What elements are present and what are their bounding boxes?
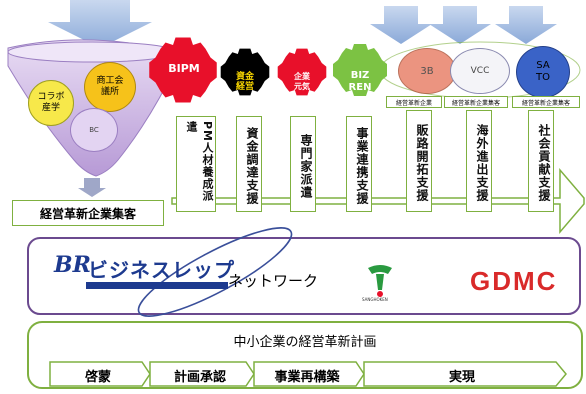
- service-expert: 専門家派遣: [290, 116, 316, 212]
- small-box-3-label: 経営革新企業集客: [521, 99, 570, 107]
- small-box-3: 経営革新企業集客: [512, 96, 580, 108]
- service-finance-label: 資金調達支援: [245, 127, 259, 205]
- plan-step-enlighten-label: 啓蒙: [84, 370, 111, 385]
- small-box-2-label: 経営革新企業集客: [451, 99, 500, 107]
- service-collab-label: 事業連携支援: [355, 127, 369, 205]
- down-arrow-icon: [370, 6, 432, 44]
- small-box-2: 経営革新企業集客: [444, 96, 508, 108]
- service-sales: 販路開拓支援: [406, 110, 432, 212]
- down-arrow-icon: [48, 0, 152, 48]
- gear-label-kigyou-text: 企業 元気: [294, 72, 310, 91]
- plan-title: 中小企業の経営革新計画: [190, 331, 420, 350]
- funnel-circle-chamber: 商工会 議所: [84, 62, 136, 112]
- service-collab: 事業連携支援: [346, 116, 372, 212]
- plan-title-text: 中小企業の経営革新計画: [233, 335, 377, 350]
- funnel-circle-chamber-label: 商工会 議所: [96, 76, 124, 97]
- gdmc-logo-text: GDMC: [470, 266, 558, 296]
- funnel-circle-collab: コラボ 産学: [28, 80, 74, 126]
- circle-vcc-label: VCC: [470, 66, 490, 76]
- funnel-circle-bc-label: BC: [89, 126, 99, 134]
- big-right-arrow: [171, 167, 585, 235]
- circle-vcc: VCC: [450, 48, 510, 94]
- service-social-label: 社会貢献支援: [537, 124, 551, 202]
- circle-sato-label: SA TO: [536, 60, 550, 83]
- business-rep-logo-text: ビジネスレップ: [88, 258, 235, 282]
- service-overseas-label: 海外進出支援: [475, 124, 489, 202]
- funnel-output-box: 経営革新企業集客: [12, 200, 164, 226]
- circle-3b-label: 3B: [420, 65, 434, 77]
- service-finance: 資金調達支援: [236, 116, 262, 212]
- down-arrow-icon: [495, 6, 557, 44]
- funnel-shape: [7, 39, 177, 177]
- gear-label-finance-text: 資金 経営: [235, 72, 254, 92]
- funnel-circle-bc: BC: [70, 108, 118, 152]
- service-sales-label: 販路開拓支援: [415, 124, 429, 202]
- plan-step-restructure-label: 事業再構築: [274, 370, 340, 385]
- gear-label-bipm-text: BIPM: [168, 62, 200, 75]
- gear-label-kigyou: 企業 元気: [286, 62, 318, 92]
- small-box-1: 経営革新企業: [386, 96, 442, 108]
- service-pm-label: PM人材養成派遣: [185, 121, 214, 203]
- funnel-output-label: 経営革新企業集客: [39, 206, 136, 221]
- plan-step-approval-label: 計画承認: [173, 370, 226, 385]
- circle-sato: SA TO: [516, 46, 570, 98]
- service-expert-label: 専門家派遣: [299, 133, 313, 199]
- gear-label-bizren: BIZ REN: [343, 58, 377, 94]
- gdmc-logo: GDMC: [470, 266, 557, 297]
- plan-step-realize: 実現: [364, 366, 560, 385]
- plan-step-realize-label: 実現: [448, 370, 475, 385]
- circle-3b: 3B: [398, 48, 456, 94]
- sanghoken-logo-text: SANGHOKEN: [362, 297, 388, 302]
- gear-label-bizren-text: BIZ REN: [348, 70, 372, 93]
- network-label: ネットワーク: [228, 270, 318, 291]
- down-arrow-icon: [429, 6, 491, 44]
- service-pm: PM人材養成派遣: [176, 116, 216, 212]
- plan-step-approval: 計画承認: [150, 366, 250, 385]
- gear-label-bipm: BIPM: [163, 62, 205, 75]
- service-social: 社会貢献支援: [528, 110, 554, 212]
- network-label-text: ネットワーク: [228, 272, 319, 290]
- small-down-arrow-icon: [78, 178, 106, 197]
- gear-label-finance: 資金 経営: [228, 62, 262, 92]
- plan-step-enlighten: 啓蒙: [50, 366, 146, 385]
- plan-step-restructure: 事業再構築: [254, 366, 360, 385]
- network-frame: [27, 237, 581, 315]
- small-box-1-label: 経営革新企業: [395, 99, 432, 107]
- sanghoken-logo-icon: [368, 265, 392, 297]
- business-rep-logo: BR ビジネスレップ: [54, 252, 235, 294]
- service-overseas: 海外進出支援: [466, 110, 492, 212]
- funnel-circle-collab-label: コラボ 産学: [37, 92, 65, 113]
- sanghoken-logo: SANGHOKEN: [362, 262, 396, 302]
- plan-step-shapes: [49, 361, 567, 387]
